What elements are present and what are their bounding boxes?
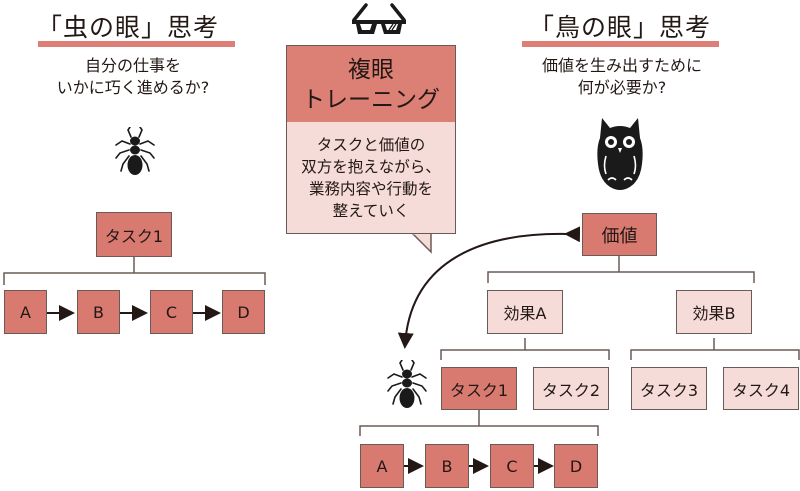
- left-task-connector: [3, 257, 266, 285]
- ant-icon: [115, 127, 155, 175]
- effect-a-box: 効果A: [487, 290, 563, 334]
- right-task-connector: [359, 410, 599, 436]
- left-subtitle-line-1: 自分の仕事を: [84, 56, 181, 75]
- callout-body-line-3: 業務内容や行動を: [308, 179, 433, 198]
- right-step-d: D: [554, 444, 598, 488]
- right-subtitle-line-2: 何が必要か?: [577, 78, 667, 97]
- callout-body-line-2: 双方を抱えながら、: [301, 157, 441, 176]
- right-step-c: C: [490, 444, 534, 488]
- left-heading-underline: [38, 41, 235, 47]
- left-heading: 「虫の眼」思考: [36, 13, 219, 42]
- left-task-box: タスク1: [96, 212, 172, 257]
- owl-icon: [597, 118, 643, 190]
- right-task-4-box: タスク4: [723, 367, 799, 410]
- callout-body: タスクと価値の 双方を抱えながら、 業務内容や行動を 整えていく: [286, 122, 456, 234]
- ant-icon-right: [387, 360, 427, 408]
- right-task-3-box: タスク3: [631, 367, 707, 410]
- curved-double-arrow: [397, 226, 581, 349]
- left-step-c: C: [150, 290, 193, 334]
- callout-title-line-1: 複眼: [348, 56, 394, 83]
- right-heading-underline: [522, 41, 719, 47]
- callout-tail: [411, 232, 432, 254]
- right-subtitle-line-1: 価値を生み出すために: [541, 56, 702, 75]
- left-step-b: B: [77, 290, 120, 334]
- right-step-b: B: [425, 444, 469, 488]
- right-heading: 「鳥の眼」思考: [528, 13, 711, 42]
- right-step-a: A: [360, 444, 404, 488]
- callout-title: 複眼 トレーニング: [286, 45, 456, 124]
- right-subtitle: 価値を生み出すために 何が必要か?: [512, 55, 732, 99]
- left-subtitle: 自分の仕事を いかに巧く進めるか?: [28, 55, 238, 99]
- right-task-1-box: タスク1: [441, 367, 517, 410]
- left-step-a: A: [4, 290, 47, 334]
- effect-b-box: 効果B: [676, 290, 752, 334]
- callout-title-line-2: トレーニング: [302, 86, 440, 113]
- effect-b-connector: [630, 338, 800, 360]
- effect-a-connector: [440, 338, 610, 360]
- value-connector: [487, 256, 755, 283]
- left-subtitle-line-2: いかに巧く進めるか?: [56, 78, 210, 97]
- value-box: 価値: [582, 213, 657, 256]
- glasses-icon: [352, 3, 406, 34]
- callout-body-line-4: 整えていく: [332, 201, 410, 220]
- callout-body-line-1: タスクと価値の: [316, 135, 426, 154]
- right-task-2-box: タスク2: [533, 367, 609, 410]
- left-step-d: D: [222, 290, 265, 334]
